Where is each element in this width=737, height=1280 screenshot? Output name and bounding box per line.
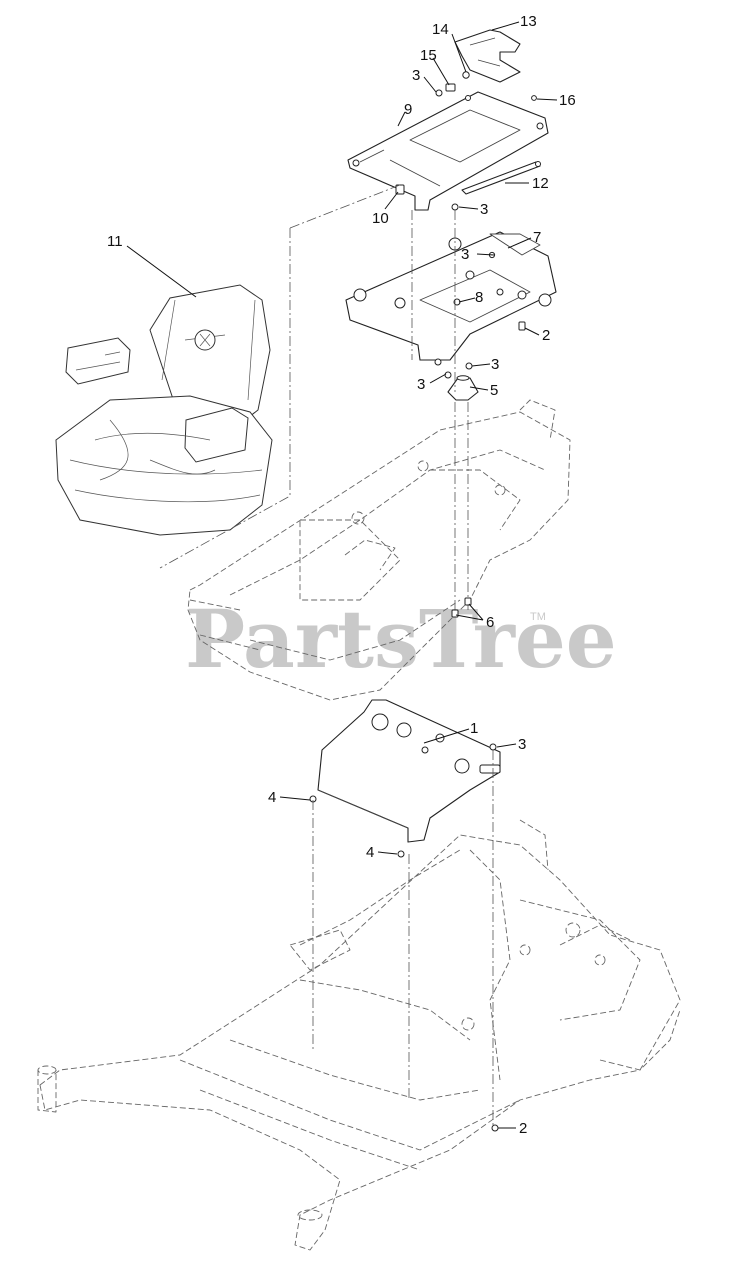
watermark-trademark: TM	[530, 611, 546, 623]
hardware-top	[435, 71, 537, 101]
assembly-centerlines	[159, 184, 494, 1125]
callout-leaders	[126, 21, 558, 1129]
callout-5: 5	[490, 382, 498, 399]
callout-3-plate-7: 3	[461, 246, 469, 263]
upper-frame-phantom	[187, 399, 571, 701]
lower-frame-phantom	[37, 819, 681, 1251]
hardware-plate-9	[395, 184, 459, 211]
part-11-seat	[55, 284, 273, 536]
callout-8: 8	[475, 289, 483, 306]
callout-11: 11	[107, 233, 123, 250]
callout-1: 1	[470, 720, 478, 737]
callout-3-left: 3	[417, 376, 425, 393]
callout-14: 14	[432, 21, 449, 38]
callout-15: 15	[420, 47, 437, 64]
part-13-bracket	[454, 29, 521, 83]
part-12-rod	[461, 161, 541, 195]
callout-7: 7	[533, 229, 541, 246]
callout-16: 16	[559, 92, 576, 109]
callout-4-center: 4	[366, 844, 374, 861]
callout-10: 10	[372, 210, 389, 227]
callout-3-plate-9: 3	[480, 201, 488, 218]
callout-2-upper: 2	[542, 327, 550, 344]
callout-4-left: 4	[268, 789, 276, 806]
callout-13: 13	[520, 13, 537, 30]
callout-2-lower: 2	[519, 1120, 527, 1137]
callout-labels: 13 14 15 3 16 9 12 10 3 11 7 3 8 2 3 3 5…	[107, 13, 576, 1137]
hardware-plate-7	[434, 251, 526, 379]
callout-3-lower: 3	[518, 736, 526, 753]
callout-6: 6	[486, 614, 494, 631]
part-1-mount-plate	[317, 699, 501, 843]
callout-3-right: 3	[491, 356, 499, 373]
part-9-seat-mount-plate	[347, 91, 549, 211]
callout-3-top: 3	[412, 67, 420, 84]
callout-9: 9	[404, 101, 412, 118]
part-7-seat-base-plate	[345, 231, 557, 361]
part-5-isolator	[447, 375, 479, 401]
callout-12: 12	[532, 175, 549, 192]
